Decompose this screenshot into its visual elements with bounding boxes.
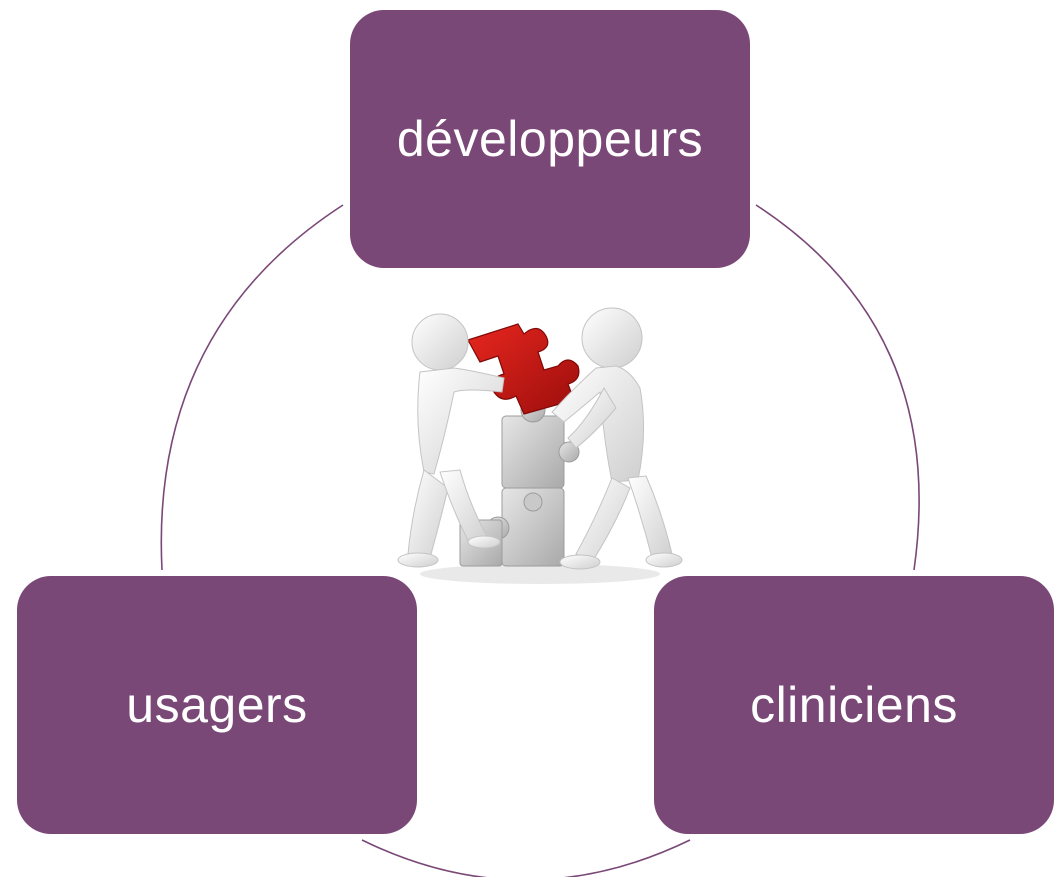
node-label: développeurs: [396, 111, 704, 167]
arc-top-right: [755, 204, 920, 571]
puzzle-figures-icon: [397, 307, 683, 584]
arc-top-left: [160, 204, 344, 571]
right-figure: [551, 307, 683, 570]
gray-puzzle-stack: [459, 397, 580, 567]
floor-shadow: [420, 564, 660, 584]
node-developpeurs: développeurs: [350, 10, 750, 268]
node-cliniciens: cliniciens: [654, 576, 1054, 834]
node-label: cliniciens: [750, 677, 958, 733]
left-figure: [397, 313, 505, 568]
node-usagers: usagers: [17, 576, 417, 834]
arc-bottom: [361, 839, 691, 877]
node-label: usagers: [126, 677, 308, 733]
